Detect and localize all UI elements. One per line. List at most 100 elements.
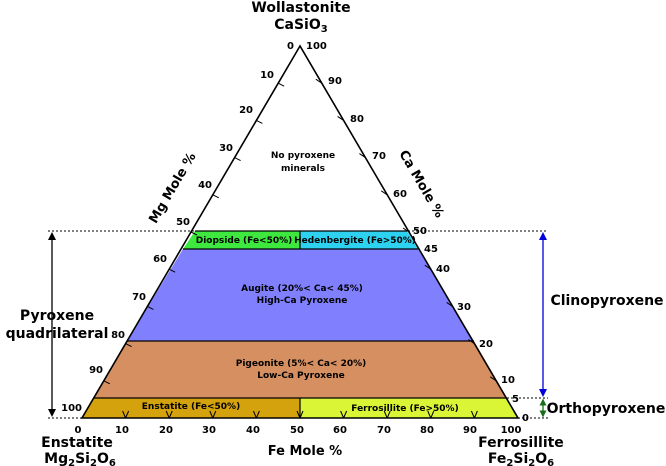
ca-tick: 60 bbox=[393, 189, 407, 200]
fe-tick: 30 bbox=[202, 425, 216, 436]
tick-mark bbox=[343, 410, 348, 419]
mg-tick: 30 bbox=[219, 143, 233, 154]
tick-mark bbox=[383, 410, 388, 419]
mg-axis-title: Mg Mole % bbox=[146, 150, 199, 226]
tick-mark bbox=[424, 264, 432, 270]
fe-tick: 50 bbox=[290, 425, 304, 436]
tick-mark bbox=[255, 410, 260, 419]
label-augite: Augite (20%< Ca< 45%) bbox=[241, 284, 363, 294]
guide-lines bbox=[48, 230, 548, 419]
ca-tick: 70 bbox=[372, 151, 386, 162]
label-pyroxene-quadrilateral: Pyroxene bbox=[20, 308, 94, 324]
label-no-pyroxene: No pyroxene bbox=[271, 151, 335, 161]
tick-mark bbox=[168, 410, 173, 419]
fe-tick: 20 bbox=[159, 425, 173, 436]
fe-tick: 70 bbox=[377, 425, 391, 436]
tick-mark bbox=[386, 410, 391, 419]
fe-axis-title: Fe Mole % bbox=[268, 444, 342, 459]
mg-tick: 0 bbox=[287, 41, 294, 52]
ca-tick: 5 bbox=[512, 394, 519, 405]
tick-mark bbox=[296, 410, 301, 419]
mg-tick: 60 bbox=[153, 254, 167, 265]
tick-mark bbox=[125, 343, 132, 348]
mg-tick: 100 bbox=[61, 403, 82, 414]
ca-tick: 80 bbox=[350, 114, 364, 125]
tick-mark bbox=[209, 410, 214, 419]
ca-axis-title: Ca Mole % bbox=[395, 148, 446, 221]
label-pigeonite: Pigeonite (5%< Ca< 20%) bbox=[236, 359, 367, 369]
tick-mark bbox=[489, 376, 497, 382]
tick-mark bbox=[427, 410, 432, 419]
tick-mark bbox=[470, 410, 475, 419]
ca-tick: 30 bbox=[457, 302, 471, 313]
tick-mark bbox=[402, 227, 410, 233]
label-clinopyroxene: Clinopyroxene bbox=[550, 293, 663, 309]
label-orthopyroxene: Orthopyroxene bbox=[547, 401, 666, 417]
ca-tick: 50 bbox=[413, 226, 427, 237]
tick-mark bbox=[359, 153, 366, 159]
tick-mark bbox=[122, 410, 127, 419]
ca-tick: 100 bbox=[306, 41, 327, 52]
label-pigeonite: Low-Ca Pyroxene bbox=[257, 371, 344, 381]
mg-tick: 80 bbox=[111, 330, 125, 341]
vertex-ferrosillite-formula: Fe2Si2O6 bbox=[488, 451, 554, 466]
fe-tick-labels: 0 10 20 30 40 50 60 70 80 90 100 bbox=[75, 425, 522, 436]
ca-tick: 10 bbox=[501, 375, 515, 386]
tick-mark bbox=[473, 410, 478, 419]
mg-tick-labels: 0 10 20 30 40 50 60 70 80 90 100 bbox=[61, 41, 294, 414]
region-hedenbergite bbox=[300, 231, 418, 249]
tick-mark bbox=[468, 339, 475, 345]
tick-mark bbox=[277, 82, 285, 87]
tick-mark bbox=[190, 231, 198, 236]
vertex-wollastonite-name: Wollastonite bbox=[251, 0, 350, 16]
tick-mark bbox=[380, 190, 388, 196]
mg-tick: 70 bbox=[132, 292, 146, 303]
tick-mark bbox=[147, 305, 154, 310]
tick-mark bbox=[252, 410, 257, 419]
tick-mark bbox=[340, 410, 345, 419]
tick-mark bbox=[103, 380, 111, 385]
fe-tick: 80 bbox=[420, 425, 434, 436]
label-augite: High-Ca Pyroxene bbox=[257, 296, 348, 306]
tick-mark bbox=[212, 194, 220, 199]
region-ferrosillite bbox=[300, 398, 518, 418]
fe-tick: 0 bbox=[75, 425, 82, 436]
mg-tick: 90 bbox=[89, 365, 103, 376]
label-no-pyroxene: minerals bbox=[281, 164, 325, 174]
ca-tick: 20 bbox=[479, 339, 493, 350]
ca-tick: 90 bbox=[328, 76, 342, 87]
tick-mark bbox=[256, 119, 263, 124]
region-enstatite bbox=[82, 398, 300, 418]
fe-tick: 60 bbox=[333, 425, 347, 436]
region-augite bbox=[127, 249, 474, 341]
tick-mark bbox=[299, 410, 304, 419]
mg-tick: 10 bbox=[260, 70, 274, 81]
vertex-ferrosillite-name: Ferrosillite bbox=[478, 435, 564, 451]
tick-mark bbox=[234, 157, 241, 162]
tick-mark bbox=[337, 115, 344, 121]
label-ferrosillite: Ferrosillite (Fe>50%) bbox=[351, 404, 458, 414]
fe-tick: 100 bbox=[501, 425, 522, 436]
tick-mark bbox=[125, 410, 130, 419]
fe-tick: 90 bbox=[463, 425, 477, 436]
mg-tick: 20 bbox=[239, 105, 253, 116]
vertex-enstatite-name: Enstatite bbox=[41, 435, 113, 451]
tick-mark bbox=[430, 410, 435, 419]
ca-tick: 0 bbox=[522, 413, 529, 424]
fe-tick: 40 bbox=[246, 425, 260, 436]
label-enstatite: Enstatite (Fe<50%) bbox=[142, 402, 240, 412]
mg-tick: 40 bbox=[198, 180, 212, 191]
region-pigeonite bbox=[93, 341, 507, 398]
mg-tick: 50 bbox=[176, 217, 190, 228]
vertex-wollastonite-formula: CaSiO3 bbox=[274, 17, 328, 35]
ca-tick: 45 bbox=[424, 244, 438, 255]
fe-tick: 10 bbox=[115, 425, 129, 436]
vertex-enstatite-formula: Mg2Si2O6 bbox=[44, 451, 116, 466]
ca-tick-labels: 100 90 80 70 60 50 45 40 30 20 10 5 0 bbox=[306, 41, 529, 424]
tick-marks bbox=[103, 78, 497, 419]
tick-mark bbox=[212, 410, 217, 419]
label-pyroxene-quadrilateral: quadrilateral bbox=[6, 326, 109, 342]
tick-mark bbox=[168, 268, 176, 273]
label-hedenbergite: Hedenbergite (Fe>50%) bbox=[294, 236, 416, 246]
